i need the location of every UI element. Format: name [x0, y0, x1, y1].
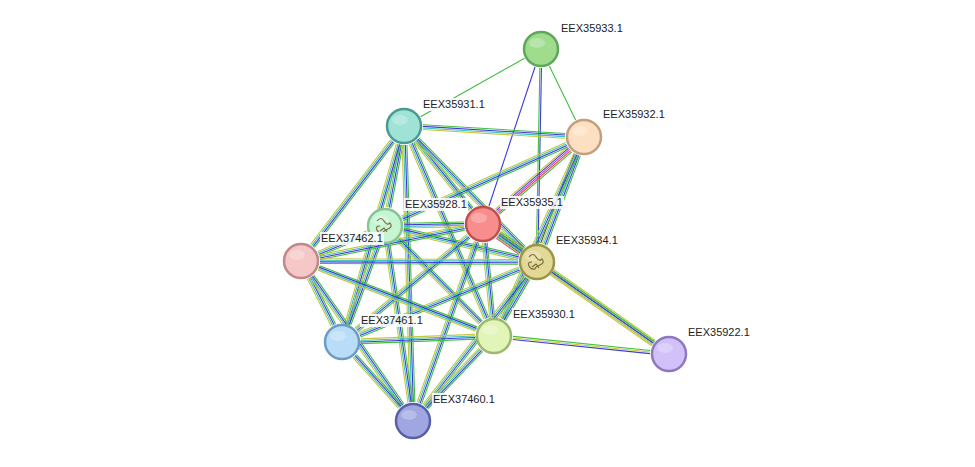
protein-node: EEX35932.1 [565, 118, 603, 156]
evidence-line [360, 271, 520, 337]
node-disc [652, 337, 686, 371]
evidence-line [354, 357, 400, 408]
node-disc [524, 32, 558, 66]
evidence-line [423, 276, 524, 405]
node-disc [284, 244, 318, 278]
evidence-line [513, 338, 650, 352]
node-highlight [529, 38, 545, 48]
node-label: EEX35932.1 [602, 108, 666, 121]
protein-node: EEX35934.1 [518, 243, 556, 281]
interaction-edge [513, 336, 651, 353]
evidence-line [421, 58, 525, 116]
interaction-edge [353, 355, 402, 409]
node-disc [567, 120, 601, 154]
protein-node: EEX37462.1 [282, 242, 320, 280]
node-highlight [289, 250, 305, 260]
protein-node: EEX35930.1 [475, 317, 513, 355]
node-disc [396, 404, 430, 438]
protein-node: EEX35931.1 [385, 107, 423, 145]
evidence-line [423, 128, 565, 137]
protein-node: EEX37461.1 [323, 323, 361, 361]
node-circle [385, 107, 423, 145]
node-disc [387, 109, 421, 143]
evidence-line [356, 355, 402, 406]
node-highlight [572, 126, 588, 136]
interaction-edge [549, 66, 575, 120]
evidence-line [549, 66, 575, 120]
node-circle [475, 317, 513, 355]
evidence-line [355, 356, 401, 407]
interaction-edge [482, 243, 494, 318]
node-circle [565, 118, 603, 156]
node-circle [518, 243, 556, 281]
evidence-line [361, 334, 475, 339]
protein-structure [528, 255, 543, 270]
evidence-line [499, 234, 654, 342]
interaction-edge [361, 334, 475, 343]
node-circle [282, 242, 320, 280]
evidence-line [423, 130, 565, 139]
node-circle [522, 30, 560, 68]
node-highlight [657, 343, 673, 353]
node-label: EEX35933.1 [560, 22, 624, 35]
interaction-edge [421, 58, 525, 116]
node-label: EEX35928.1 [404, 198, 468, 211]
protein-node: EEX35935.1 [464, 205, 502, 243]
evidence-line [404, 225, 464, 226]
node-label: EEX37461.1 [360, 314, 424, 327]
evidence-line [499, 235, 654, 343]
interaction-edge [320, 259, 518, 265]
evidence-line [320, 260, 518, 262]
node-highlight [330, 331, 346, 341]
protein-structure [376, 219, 391, 234]
evidence-line [404, 224, 464, 225]
evidence-line [320, 263, 518, 265]
protein-node: EEX35922.1 [650, 335, 688, 373]
evidence-line [320, 258, 518, 260]
node-highlight [392, 115, 408, 125]
evidence-line [320, 261, 518, 263]
evidence-line [425, 277, 526, 406]
evidence-line [314, 143, 394, 248]
node-circle [464, 205, 502, 243]
evidence-line [313, 142, 393, 247]
node-circle [650, 335, 688, 373]
node-circle [394, 402, 432, 440]
evidence-line [404, 222, 464, 223]
evidence-line [513, 340, 650, 354]
node-highlight [471, 213, 487, 223]
evidence-line [554, 272, 655, 342]
node-label: EEX37462.1 [320, 232, 384, 245]
evidence-line [401, 143, 565, 216]
node-label: EEX35931.1 [422, 98, 486, 111]
interaction-edge [307, 277, 335, 326]
node-circle [323, 323, 361, 361]
evidence-line [498, 236, 653, 344]
interaction-edge [423, 276, 527, 408]
evidence-line [353, 358, 399, 409]
evidence-line [513, 336, 650, 350]
node-disc [520, 245, 554, 279]
evidence-line [497, 238, 652, 346]
node-label: EEX35934.1 [555, 234, 619, 247]
node-label: EEX35930.1 [512, 308, 576, 321]
node-label: EEX35922.1 [687, 326, 751, 339]
node-highlight [482, 325, 498, 335]
protein-node: EEX35933.1 [522, 30, 560, 68]
evidence-line [495, 147, 567, 209]
evidence-line [500, 232, 655, 340]
node-disc [477, 319, 511, 353]
protein-node: EEX37460.1 [394, 402, 432, 440]
interaction-edge [497, 232, 656, 345]
interaction-edge [423, 125, 565, 138]
node-label: EEX37460.1 [432, 393, 496, 406]
node-disc [466, 207, 500, 241]
node-disc [325, 325, 359, 359]
node-highlight [401, 410, 417, 420]
node-label: EEX35935.1 [500, 196, 564, 209]
evidence-line [422, 243, 479, 404]
